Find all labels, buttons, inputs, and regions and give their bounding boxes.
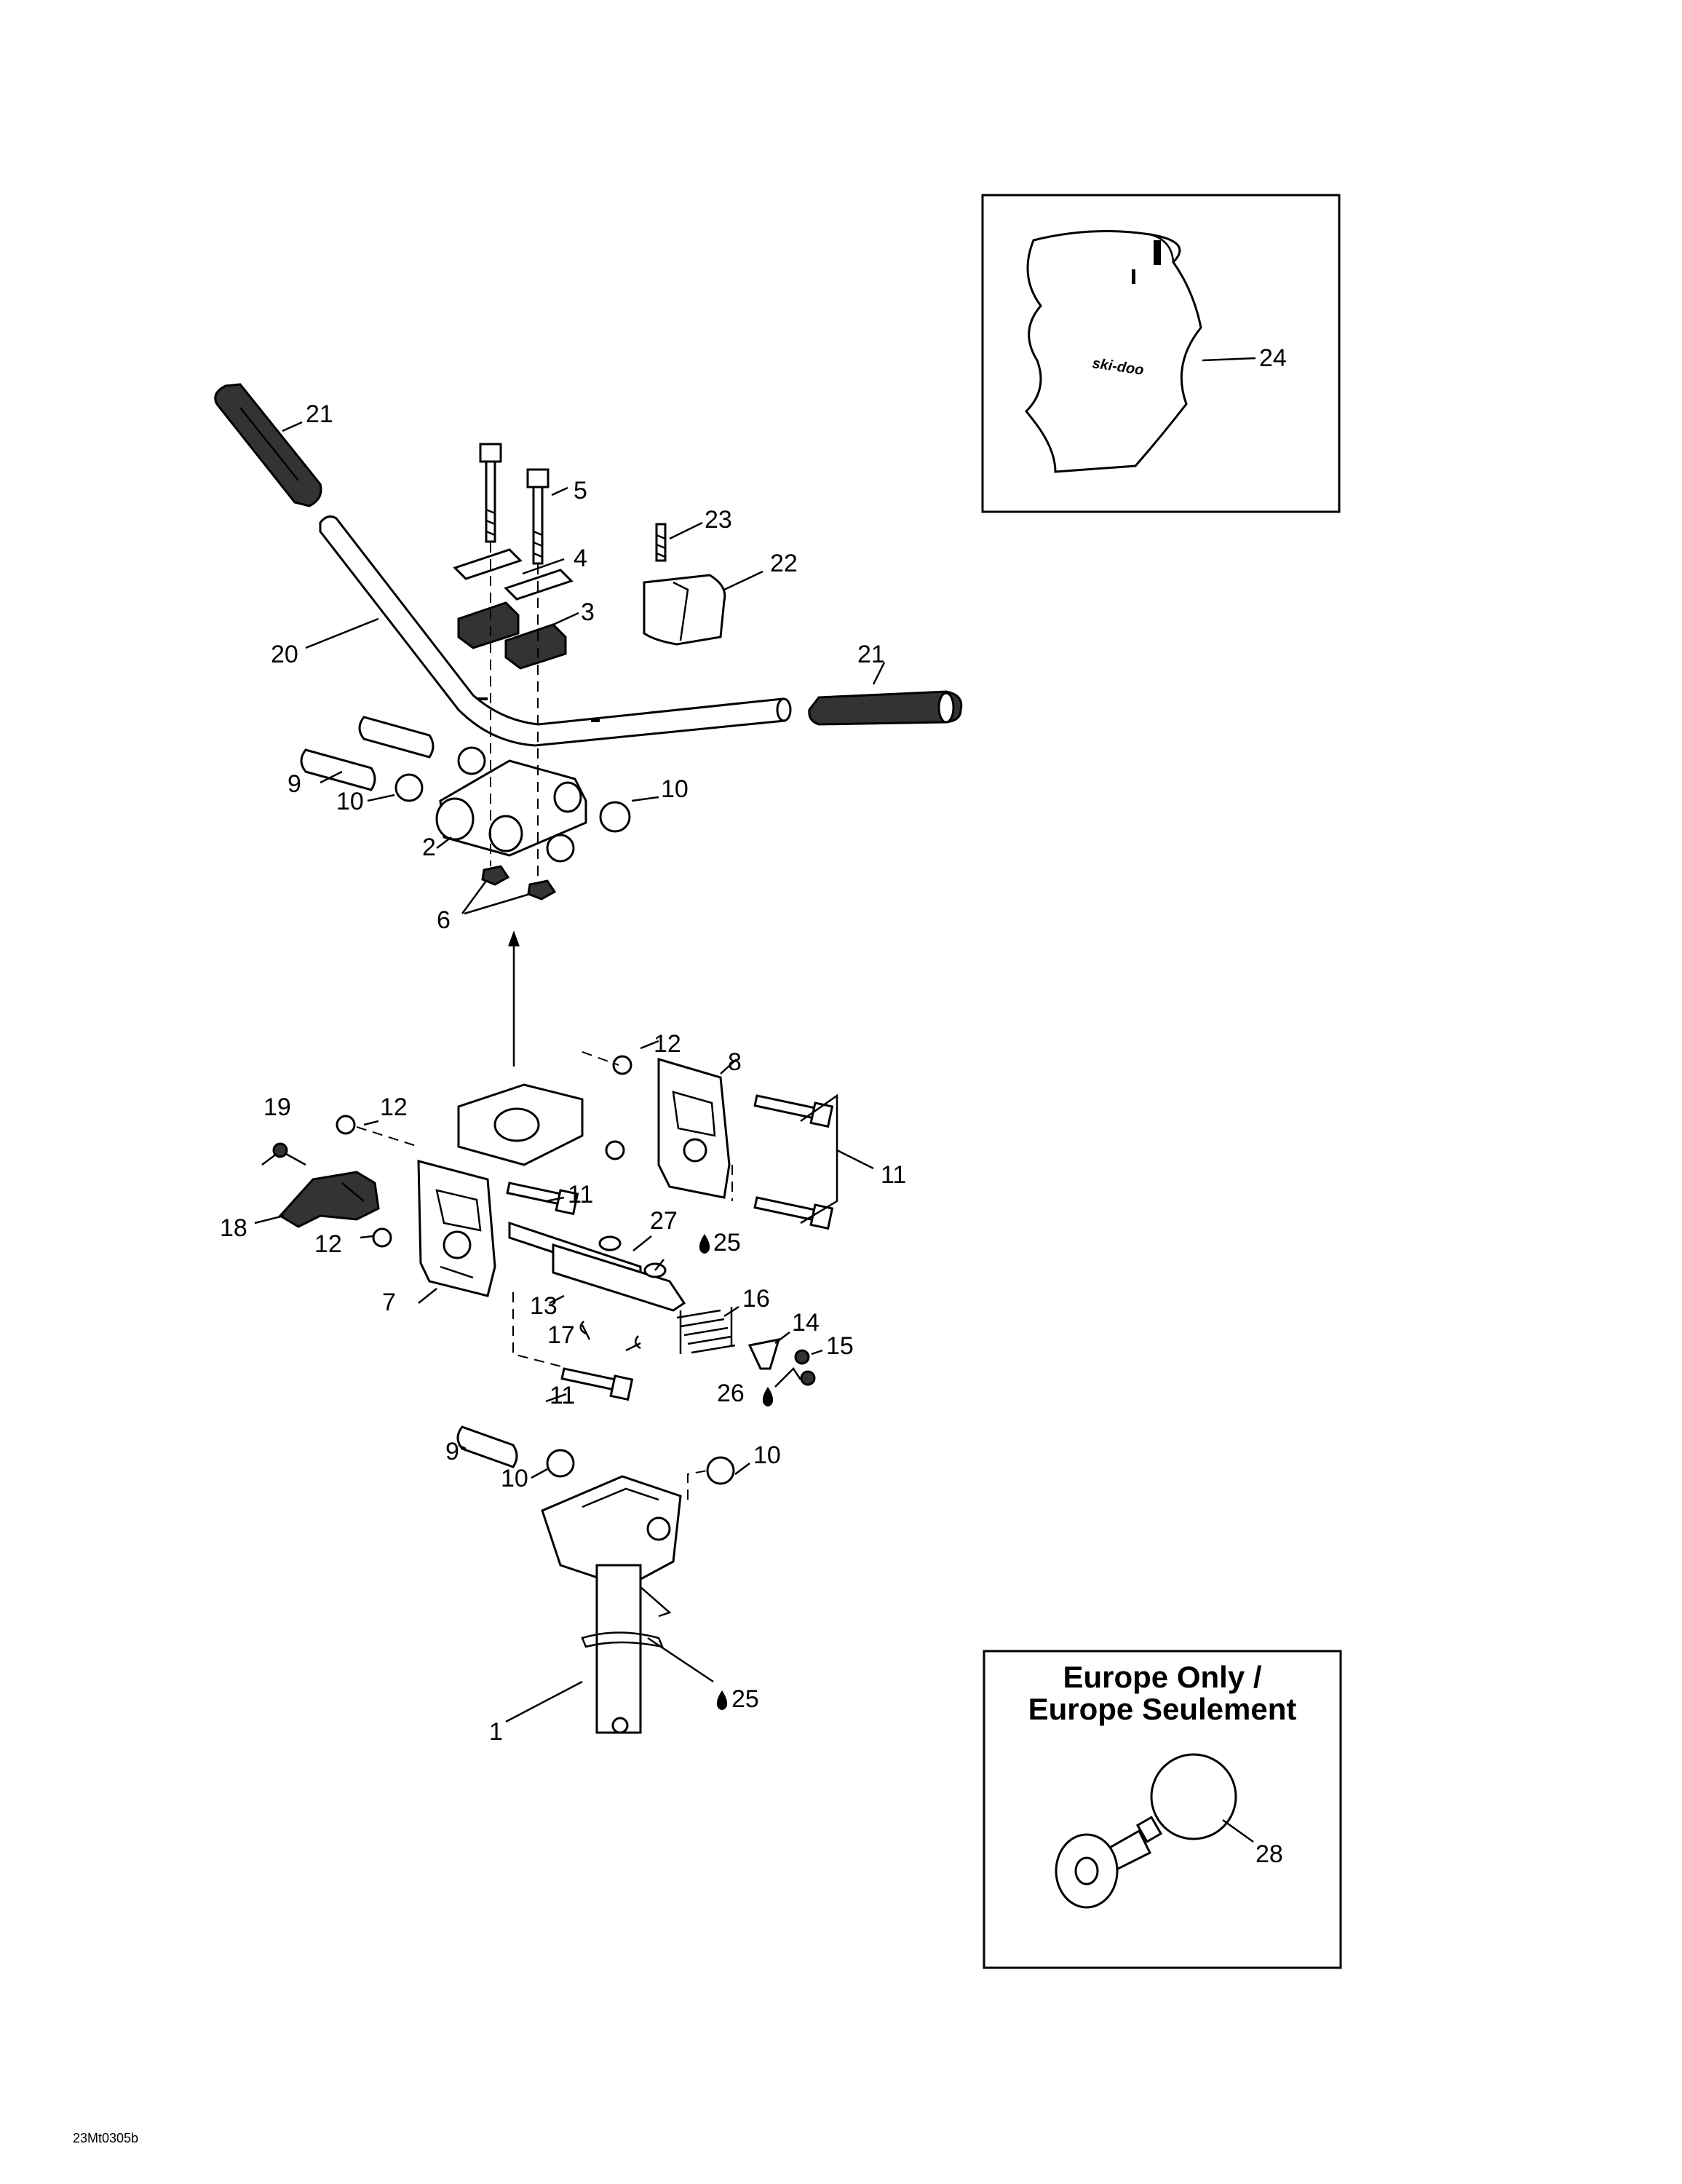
callout-10-top-left: 10 — [336, 788, 364, 815]
grip-right — [808, 690, 963, 726]
bolt-11-right-top — [753, 1094, 834, 1128]
inset-europe-frame — [983, 1650, 1342, 1969]
callout-18: 18 — [220, 1214, 247, 1242]
diagram-code: 23Mt0305b — [73, 2131, 138, 2145]
leader-11-bracket — [800, 1093, 838, 1224]
callout-14-text: 14 — [792, 1309, 820, 1337]
callout-21-top-left: 21 — [306, 400, 333, 428]
callout-19: 19 — [263, 1093, 291, 1121]
callout-27: 27 — [650, 1207, 678, 1235]
callout-5: 5 — [574, 477, 587, 505]
assembly-line-lower — [687, 1470, 708, 1500]
bolt-5-right — [526, 468, 550, 565]
bolt-11-right-bottom — [753, 1196, 834, 1230]
callout-21-right: 21 — [857, 641, 885, 668]
callout-12-lower-left: 12 — [314, 1230, 342, 1258]
callout-24-text: 24 — [1259, 344, 1287, 372]
callout-20: 20 — [271, 641, 298, 668]
callout-12-top-right: 12 — [654, 1030, 681, 1058]
assembly-arrow — [508, 930, 520, 1067]
callout-7-text: 7 — [382, 1289, 396, 1316]
inset-europe-title-line1: Europe Only / — [1063, 1660, 1261, 1694]
inset-europe-title-line2: Europe Seulement — [1028, 1692, 1297, 1726]
callout-2: 2 — [422, 834, 436, 861]
lubricant-drop-icon — [699, 1234, 774, 1710]
callout-leaders — [254, 357, 1256, 1843]
bolt-11-lower — [560, 1367, 634, 1401]
callout-9-top: 9 — [287, 770, 301, 798]
horn-illustration — [1055, 1753, 1237, 1909]
callout-25-lower-text: 25 — [731, 1685, 759, 1713]
plate-4 — [453, 548, 574, 601]
screw-15 — [794, 1349, 816, 1386]
callout-9-lower: 9 — [445, 1438, 459, 1465]
pin-9-top — [300, 716, 435, 791]
bushing-10-lower — [546, 1449, 735, 1485]
bushing-10-top — [394, 746, 631, 863]
callout-13-text: 13 — [530, 1292, 558, 1320]
pin-9-lower — [456, 1425, 518, 1468]
callout-25-middle: 25 — [713, 1229, 741, 1257]
callout-15-text: 15 — [826, 1332, 854, 1360]
plate-8 — [657, 1057, 731, 1199]
inset-pad-frame — [981, 194, 1341, 513]
clamp-3 — [457, 601, 567, 670]
callout-labels: 21 5 4 3 23 22 20 21 9 10 10 2 6 12 8 19… — [220, 400, 1283, 1868]
washer-12 — [336, 1055, 632, 1248]
callout-16: 16 — [742, 1285, 770, 1313]
callout-10-lower-left: 10 — [501, 1465, 528, 1492]
callout-26: 26 — [717, 1380, 745, 1407]
spring-16 — [676, 1307, 736, 1354]
link-14 — [747, 1338, 781, 1370]
lever-18 — [278, 1171, 380, 1228]
screw-23 — [655, 523, 667, 562]
grip-left — [214, 383, 322, 507]
bracket-2 — [435, 759, 587, 857]
callout-3: 3 — [581, 598, 595, 626]
block-middle — [457, 1083, 584, 1166]
callout-11-lower-text: 11 — [550, 1382, 575, 1409]
screw-19 — [272, 1142, 306, 1166]
callout-23: 23 — [705, 506, 732, 534]
callout-6: 6 — [437, 906, 451, 934]
callout-10-top-right: 10 — [661, 775, 689, 803]
callout-labels-extra: 7 13 14 15 17 11 25 24 — [382, 344, 1287, 1713]
plate-7 — [417, 1160, 496, 1297]
clip-17 — [579, 1321, 641, 1350]
assembly-line-washer-left — [356, 1126, 419, 1147]
assembly-line-middle-left — [512, 1292, 565, 1368]
handlebar-pad-illustration: ski-doo — [1024, 230, 1202, 473]
callout-4: 4 — [574, 545, 587, 572]
callout-8-label: 8 — [728, 1048, 742, 1076]
callout-10-lower-right: 10 — [753, 1441, 781, 1469]
callout-11-right: 11 — [881, 1161, 906, 1189]
nut-6 — [481, 865, 557, 901]
steering-column-1 — [541, 1475, 682, 1734]
callout-1: 1 — [489, 1718, 503, 1746]
callout-11-middle: 11 — [568, 1181, 593, 1208]
callout-28: 28 — [1255, 1840, 1283, 1868]
bolt-5-left — [479, 443, 502, 543]
callout-12-left: 12 — [380, 1093, 408, 1121]
callout-17-text: 17 — [547, 1321, 575, 1349]
assembly-line-washer-right — [582, 1051, 619, 1066]
cover-22 — [643, 574, 726, 646]
handlebar — [319, 515, 792, 747]
callout-22: 22 — [770, 550, 798, 577]
